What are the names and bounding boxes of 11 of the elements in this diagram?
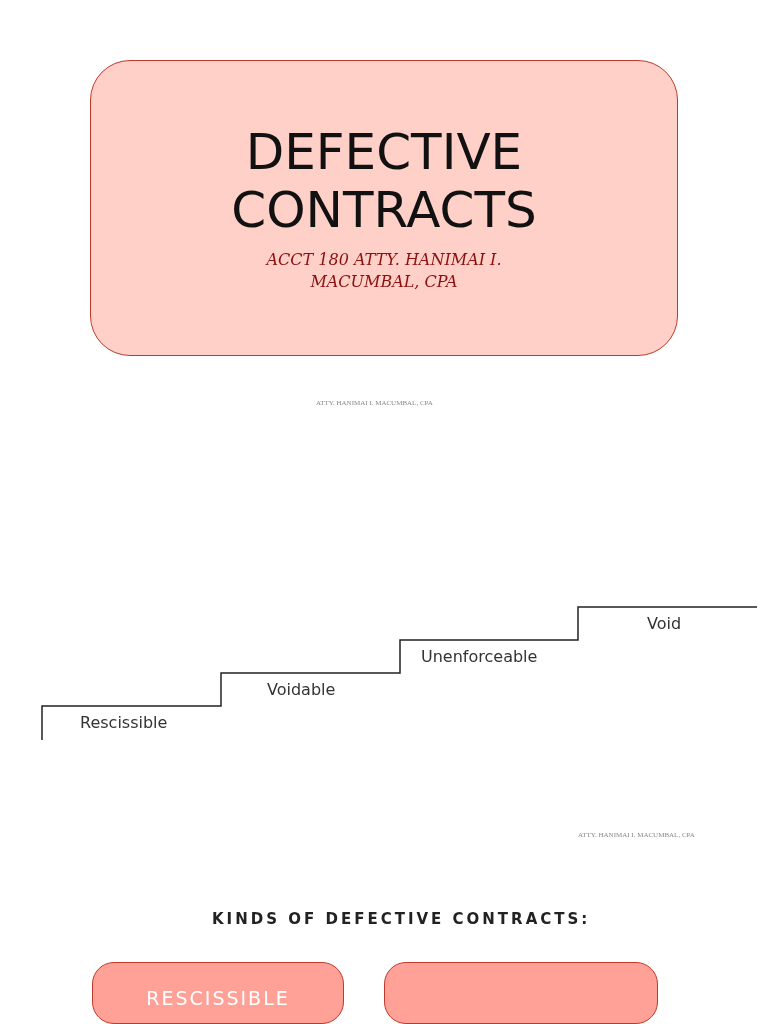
slide-title: DEFECTIVE CONTRACTS — [230, 123, 538, 239]
step-label: Rescissible — [80, 713, 168, 732]
section-heading: KINDS OF DEFECTIVE CONTRACTS: — [212, 910, 591, 928]
title-card — [90, 60, 678, 356]
subtitle: ACCT 180 ATTY. HANIMAI I. MACUMBAL, CPA — [264, 249, 503, 293]
step-label: Unenforceable — [421, 647, 538, 666]
card-title: RESCISSIBLE — [146, 987, 290, 1011]
category-card — [384, 962, 658, 1024]
step-label: Void — [647, 614, 682, 633]
category-card — [92, 962, 344, 1024]
step-label: Voidable — [267, 680, 336, 699]
